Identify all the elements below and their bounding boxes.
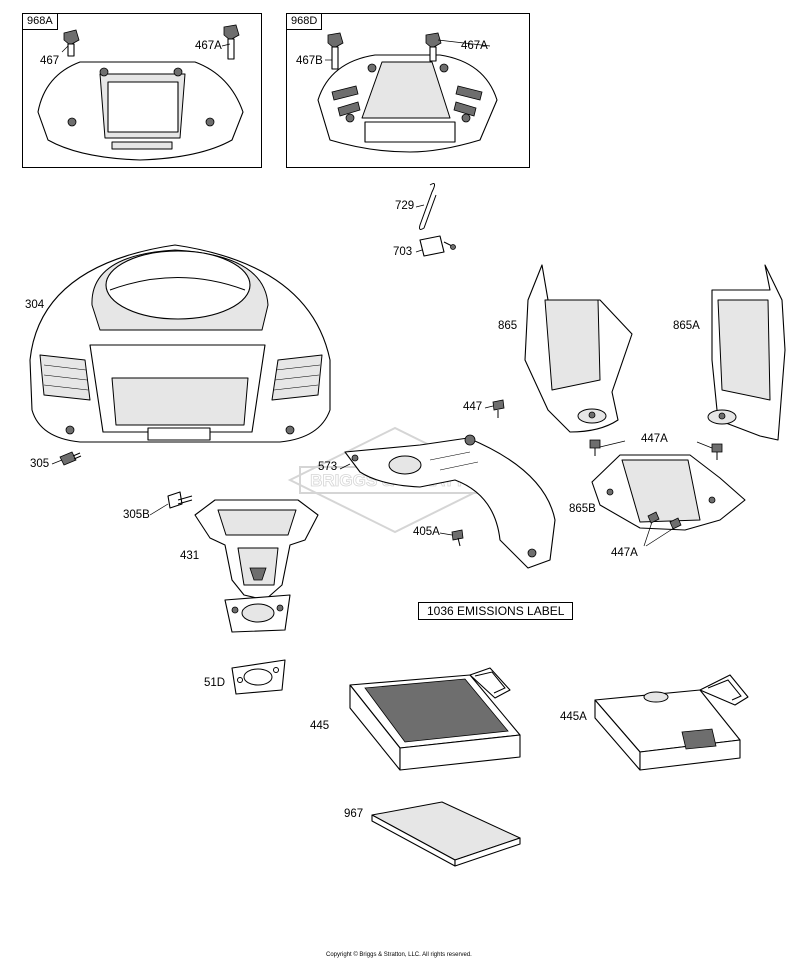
- emissions-label-box: 1036 EMISSIONS LABEL: [418, 602, 574, 620]
- shroud-cover-968a: [37, 61, 244, 161]
- callout-467a-right: 467A: [461, 40, 488, 52]
- callout-447a-bottom: 447A: [611, 547, 638, 559]
- screws-447a-top: [589, 439, 723, 460]
- blower-housing-304: [29, 244, 331, 443]
- pre-cleaner-967: [371, 801, 521, 867]
- callout-865b: 865B: [569, 503, 596, 515]
- callout-467a-left: 467A: [195, 40, 222, 52]
- callout-304: 304: [25, 299, 45, 311]
- callout-447a-top: 447A: [641, 433, 668, 445]
- callout-431: 431: [180, 550, 200, 562]
- kit-box-968d: [286, 13, 530, 168]
- knob-467: [63, 29, 80, 57]
- leader-lines: [51, 39, 494, 536]
- air-filter-445: [349, 667, 521, 771]
- callout-467: 467: [40, 55, 60, 67]
- screw-305b: [167, 491, 193, 509]
- back-plate-573: [344, 434, 556, 569]
- screw-447: [492, 399, 505, 418]
- callout-447: 447: [463, 401, 483, 413]
- air-filter-445a: [594, 674, 749, 771]
- callout-865a: 865A: [673, 320, 700, 332]
- hose-clamp-703: [419, 235, 456, 257]
- callout-405a: 405A: [413, 526, 440, 538]
- copyright-notice: Copyright © Briggs & Stratton, LLC. All …: [326, 952, 472, 958]
- callout-51d: 51D: [204, 677, 226, 689]
- intake-elbow-431: [194, 499, 319, 633]
- gasket-51d: [231, 659, 286, 695]
- callout-729: 729: [395, 200, 415, 212]
- screw-305: [59, 451, 82, 466]
- callout-703: 703: [393, 246, 413, 258]
- kit-box-968a: [22, 13, 262, 168]
- screws-447a-bottom: [643, 511, 682, 547]
- callout-305b: 305B: [123, 509, 150, 521]
- callout-467b: 467B: [296, 55, 323, 67]
- baffle-865a: [707, 264, 786, 441]
- knob-467a-left: [223, 24, 240, 60]
- callout-967: 967: [344, 808, 364, 820]
- callout-865: 865: [498, 320, 518, 332]
- shroud-cover-968d: [317, 54, 498, 153]
- callout-445a: 445A: [560, 711, 587, 723]
- kit-label-968d: 968D: [286, 13, 323, 30]
- baffle-865: [524, 264, 633, 433]
- baffle-865b: [591, 454, 746, 531]
- screw-405a: [451, 529, 464, 547]
- kit-label-968a: 968A: [22, 13, 58, 30]
- callout-445: 445: [310, 720, 330, 732]
- callout-305: 305: [30, 458, 50, 470]
- knob-467b: [327, 32, 344, 70]
- callout-573: 573: [318, 461, 338, 473]
- cable-tie-729: [419, 183, 437, 230]
- knob-467a-right: [425, 32, 442, 62]
